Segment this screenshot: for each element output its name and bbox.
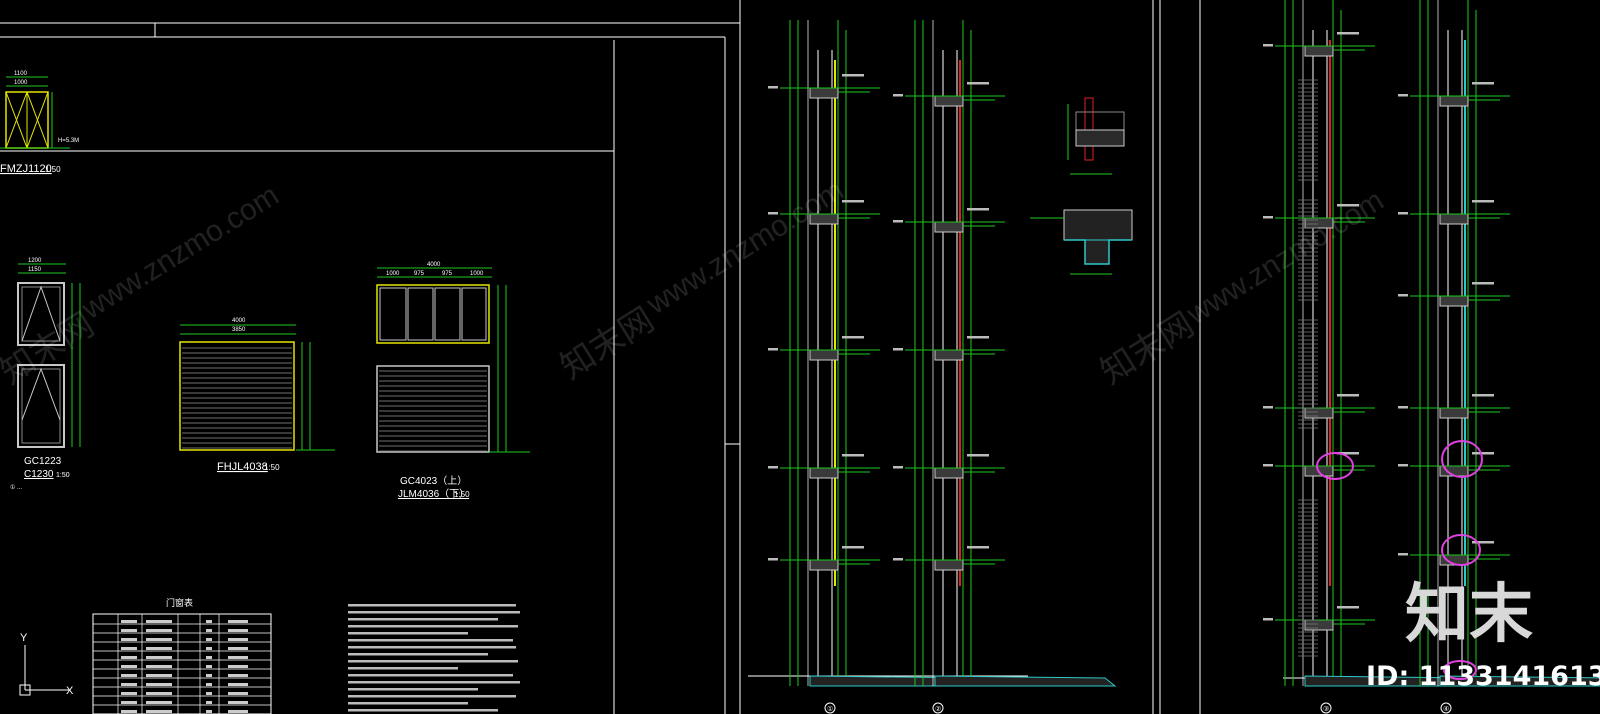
dim-text: 1200 [28, 258, 42, 264]
dim-text: 975 [442, 271, 453, 277]
drawing-code: FMZJ1120 [0, 163, 52, 175]
drawing-scale: 1:50 [56, 472, 70, 479]
dim-text: 1000 [14, 80, 28, 86]
ucs-x-label: X [66, 685, 74, 697]
wall-section-4 [1398, 0, 1600, 687]
section-label: ③ [1323, 705, 1329, 713]
door-window-schedule: 门窗表 [92, 597, 272, 714]
window-elevation-gc1223: 1200 1150 GC1223 C1230 1:50 ① ... [10, 258, 81, 491]
revision-clouds [1316, 440, 1483, 680]
section-label: ② [935, 705, 941, 713]
drawing-scale: 1:50 [45, 165, 61, 174]
drawing-code: GC1223 [24, 456, 62, 467]
rolling-door-fhjl4038: 4000 3850 FHJL4038 1:50 [179, 318, 335, 473]
detail-node-b [1030, 209, 1133, 275]
notes-block [348, 604, 520, 712]
drawing-code: FHJL4038 [217, 461, 268, 473]
dim-text: 1000 [470, 271, 484, 277]
drawing-code: GC4023（上） [400, 475, 467, 487]
dim-text: 1100 [14, 71, 28, 77]
note-text: ① ... [10, 484, 22, 491]
detail-node-a [1067, 97, 1125, 175]
section-labels: ① ② ③ ④ [824, 702, 1452, 714]
sheet-frame-left [0, 0, 741, 714]
dim-text: 4000 [232, 318, 246, 324]
dim-text: 3850 [232, 327, 246, 333]
level-text: H=5.3M [58, 138, 79, 144]
image-id: ID: 1133141613 [1366, 661, 1600, 692]
schedule-title: 门窗表 [166, 597, 193, 608]
branding: 知末 ID: 1133141613 [1366, 578, 1600, 692]
ucs-icon: Y X [19, 632, 74, 697]
watermark-text: www.znzmo.com [75, 179, 284, 327]
watermark: www.znzmo.com 知末网 www.znzmo.com 知末网 www.… [0, 174, 1390, 392]
section-label: ① [827, 705, 833, 713]
window-door-gc4023: 4000 1000 975 975 1000 GC4023（上） JLM4036… [376, 262, 530, 500]
sheet-frame-middle [748, 0, 1161, 714]
drawing-code: JLM4036（下） [398, 488, 469, 500]
watermark-text: 知末网 [0, 306, 101, 392]
door-elevation-fmzj: 1100 1000 H=5.3M FMZJ1120 1:50 [0, 71, 79, 175]
section-label: ④ [1443, 705, 1449, 713]
dim-text: 1150 [28, 267, 42, 273]
watermark-text: 知末网 [1094, 306, 1201, 392]
drawing-code: C1230 [24, 469, 54, 480]
dim-text: 4000 [427, 262, 441, 268]
dim-text: 1000 [386, 271, 400, 277]
drawing-scale: 1:50 [264, 463, 280, 472]
brand-logo: 知末 [1405, 578, 1533, 652]
dim-text: 975 [414, 271, 425, 277]
watermark-text: 知末网 [554, 301, 661, 387]
ucs-y-label: Y [20, 632, 28, 644]
wall-section-2 [893, 20, 1117, 687]
drawing-scale: 1:50 [454, 490, 470, 499]
sheet-frame-right [1199, 0, 1600, 714]
